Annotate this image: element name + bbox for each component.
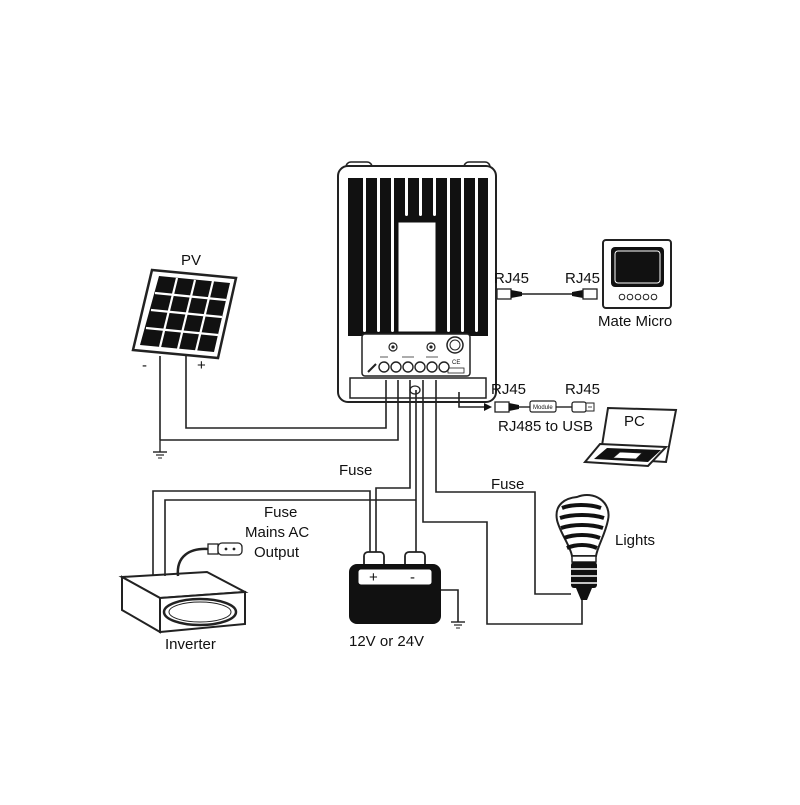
mate-micro-label: Mate Micro (598, 313, 672, 330)
rj45-right-bottom-label: RJ45 (565, 381, 600, 398)
charge-controller: CE (337, 161, 497, 403)
pv-wiring (153, 356, 399, 459)
light-bulb: Lights (555, 494, 655, 600)
ac-plug-icon (217, 542, 243, 556)
pv-minus-label: - (142, 357, 147, 374)
rj45-connector-icon (494, 401, 510, 413)
pv-label: PV (181, 252, 201, 269)
battery: + - 12V or 24V (349, 551, 441, 650)
lights-wiring: Fuse (422, 380, 583, 625)
usb-pc-link: RJ45 RJ45 Module RJ485 to USB (458, 381, 600, 435)
mate-micro-device: Mate Micro (598, 239, 672, 330)
battery-wiring: Fuse (339, 380, 465, 629)
pv-panel: PV - + (131, 252, 238, 374)
rj45-left-top-label: RJ45 (494, 270, 529, 287)
rj485-to-usb-label: RJ485 to USB (498, 418, 593, 435)
battery-plus-label: + (369, 569, 378, 586)
mains-ac-label: Mains AC (245, 524, 309, 541)
rj45-mate-link: RJ45 RJ45 (494, 270, 600, 300)
fuse-inverter-label: Fuse (264, 504, 297, 521)
usb-connector-icon (571, 401, 587, 413)
inverter-wiring (152, 490, 416, 576)
rj45-connector-icon (496, 288, 512, 300)
control-knob-icon (446, 336, 464, 354)
rj45-connector-icon (582, 288, 598, 300)
inverter-label: Inverter (165, 636, 216, 653)
output-label: Output (254, 544, 300, 561)
pv-plus-label: + (197, 357, 206, 374)
heatsink-fins (363, 176, 478, 332)
pc-laptop: PC (582, 406, 678, 468)
terminal-block (367, 356, 450, 373)
ce-mark: CE (452, 360, 460, 366)
fuse-right-label: Fuse (491, 476, 524, 493)
mate-micro-buttons (618, 293, 658, 301)
rj45-right-top-label: RJ45 (565, 270, 600, 287)
module-label: Module (533, 405, 553, 411)
inverter: Inverter Fuse Mains AC Output (118, 504, 309, 653)
rj45-left-bottom-label: RJ45 (491, 381, 526, 398)
pc-label: PC (624, 413, 645, 430)
battery-voltage-label: 12V or 24V (349, 633, 424, 650)
lights-label: Lights (615, 532, 655, 549)
battery-minus-label: - (410, 569, 415, 586)
fuse-left-label: Fuse (339, 462, 372, 479)
